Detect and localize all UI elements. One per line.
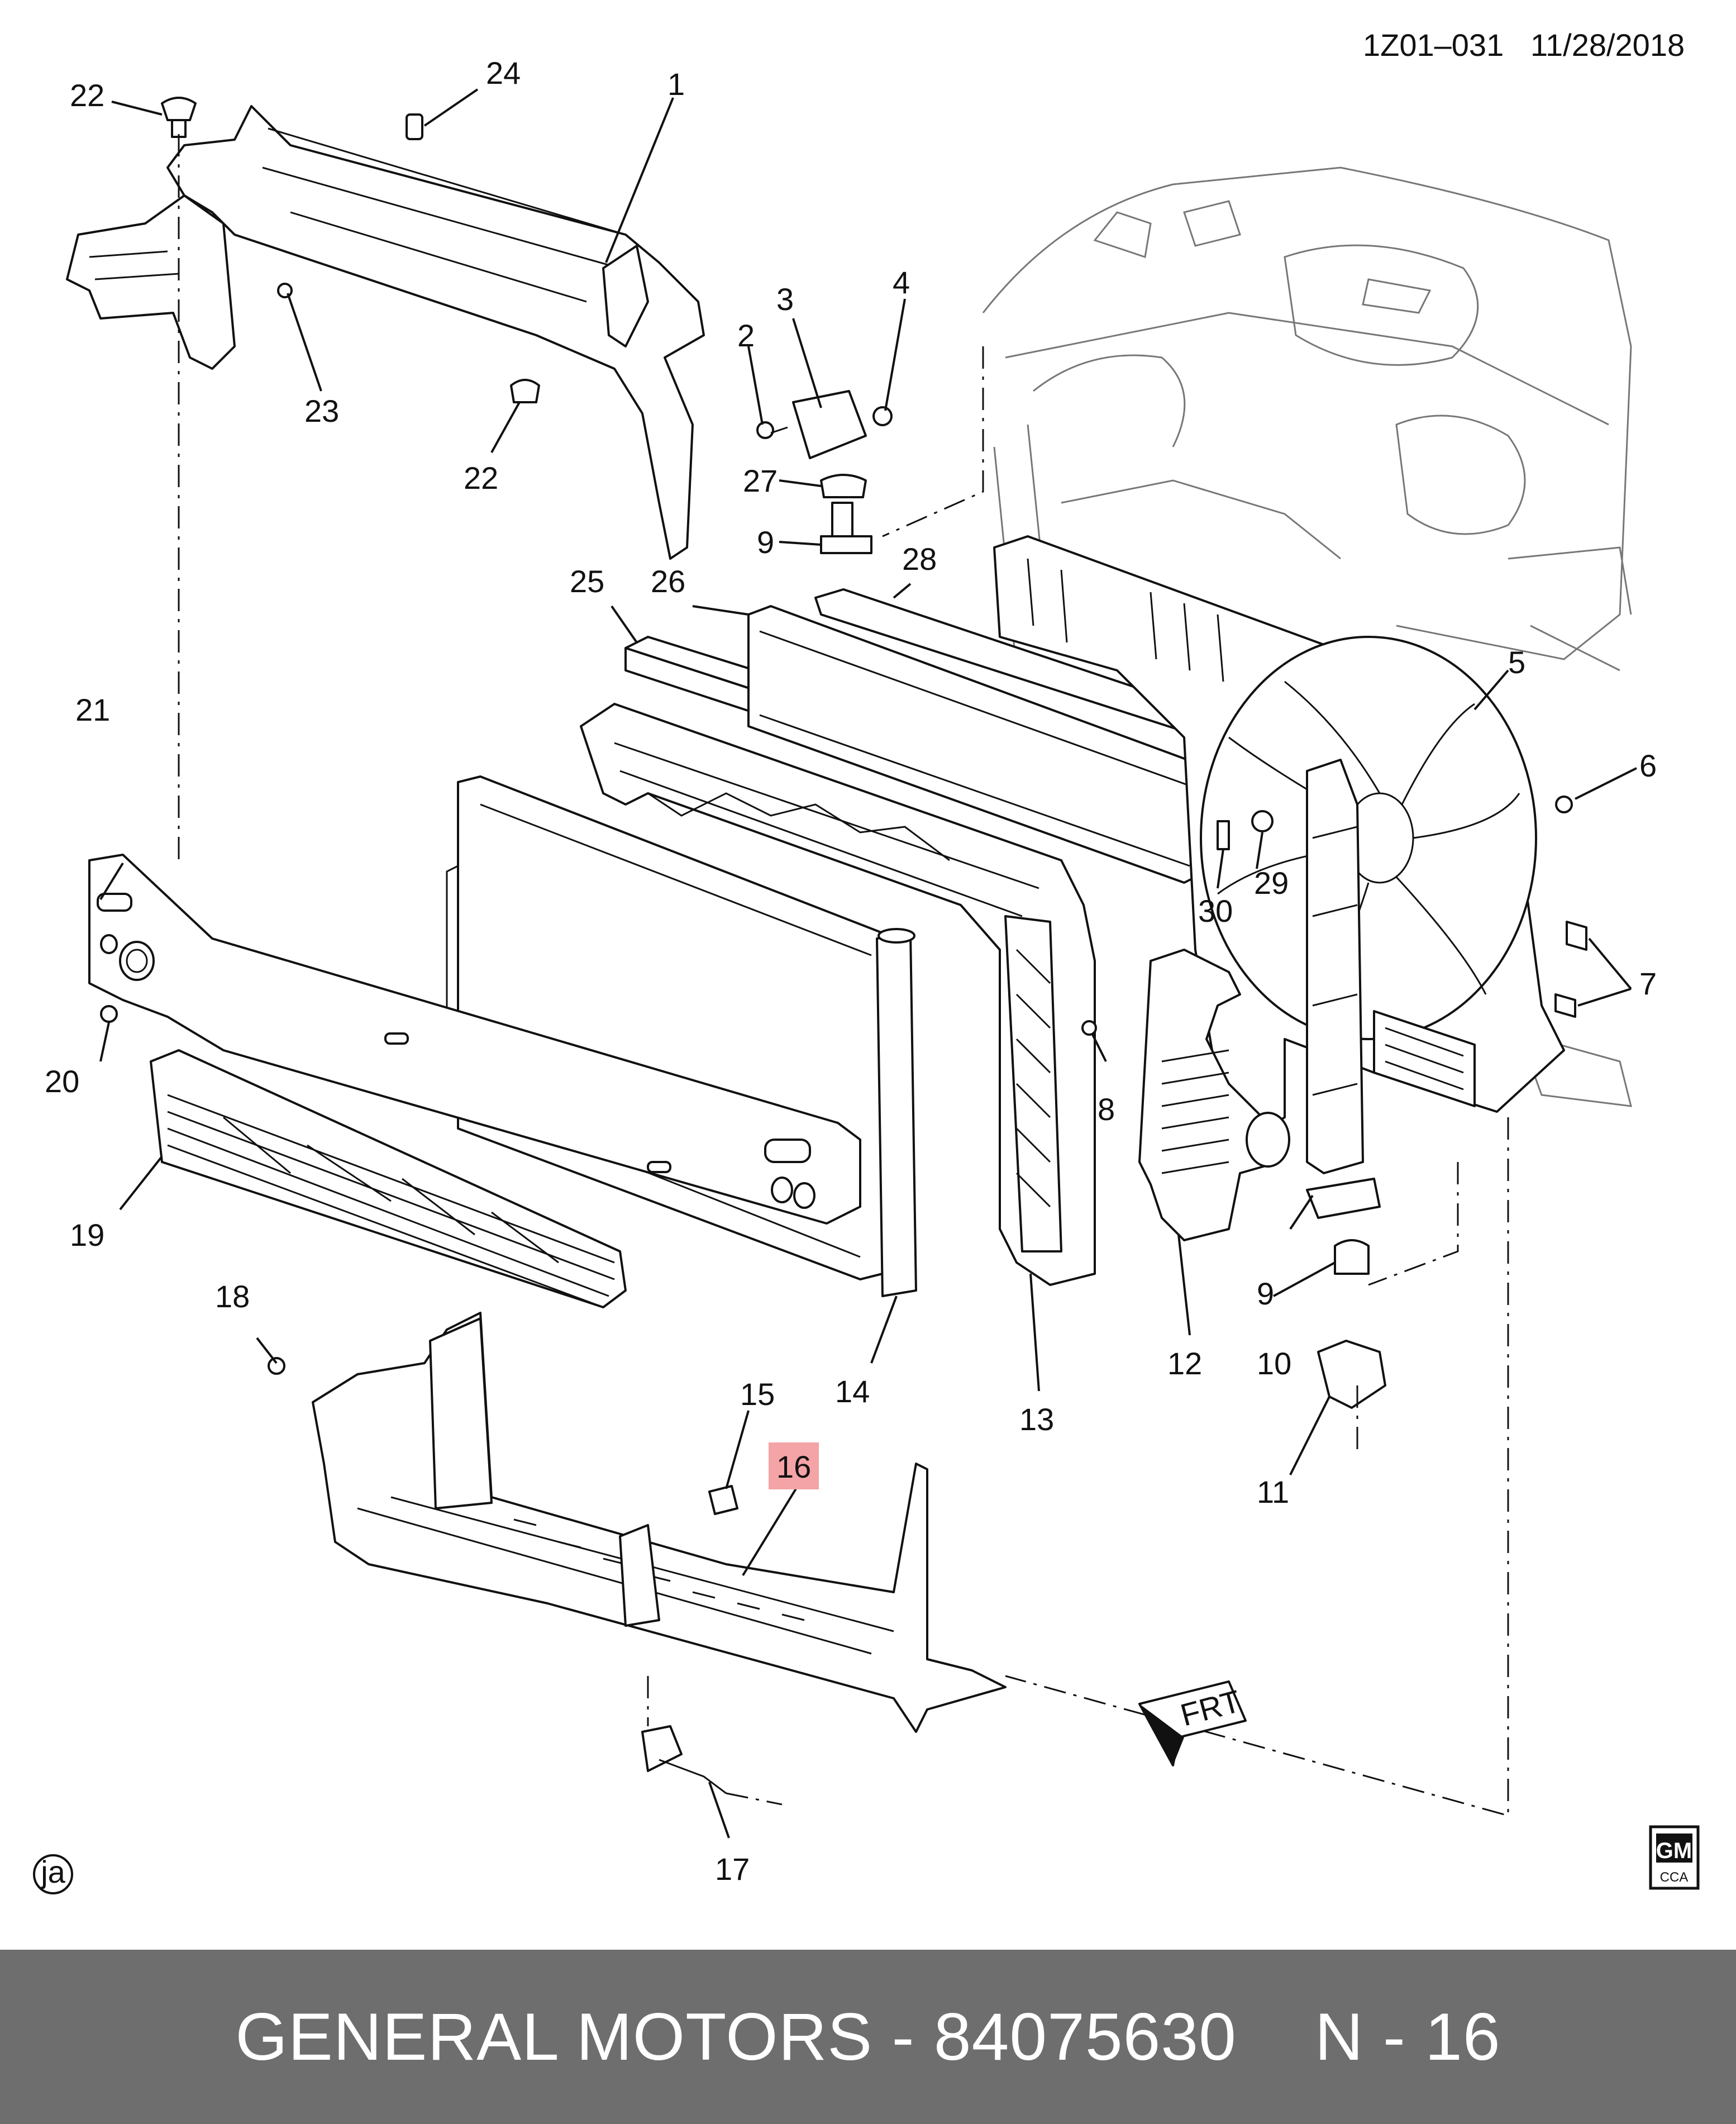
callout-8: 8	[1098, 1092, 1115, 1127]
callout-23: 23	[304, 393, 339, 428]
callout-10: 10	[1257, 1346, 1291, 1381]
callout-18: 18	[215, 1279, 250, 1314]
callout-5: 5	[1508, 645, 1525, 680]
fasteners	[100, 97, 1587, 1794]
front-direction-label: FRT	[1177, 1683, 1244, 1733]
callout-12: 12	[1167, 1346, 1202, 1381]
callout-28: 28	[902, 541, 937, 577]
footer-bar: GENERAL MOTORS - 84075630 N - 16	[0, 1950, 1736, 2124]
upper-tie-bar	[66, 105, 705, 560]
callout-19: 19	[70, 1217, 104, 1253]
callout-9-lower: 9	[1257, 1276, 1274, 1311]
lower-grille	[150, 1049, 627, 1308]
callout-27: 27	[743, 463, 778, 498]
front-direction-arrow: FRT	[1138, 1680, 1247, 1766]
callout-16: 16	[776, 1449, 811, 1484]
callout-7: 7	[1639, 966, 1657, 1001]
callout-9-upper: 9	[757, 525, 774, 560]
callout-17: 17	[715, 1851, 750, 1887]
callout-26: 26	[651, 564, 685, 599]
callout-30: 30	[1198, 893, 1233, 928]
footer-ref: N - 16	[1314, 1999, 1501, 2074]
callout-labels: 1 2 3 4 5 6 7 8 9 9 10 11 12 13 14 15 16…	[45, 55, 1657, 1887]
corner-badge-text: ja	[40, 1854, 65, 1889]
leader-lines	[99, 88, 1637, 1839]
cooling-fan-shroud	[993, 535, 1565, 1174]
footer-brand: GENERAL MOTORS	[235, 1999, 873, 2074]
corner-badge: ja	[33, 1854, 73, 1894]
gm-logo: GM CCA	[1649, 1825, 1700, 1890]
callout-22-top: 22	[70, 78, 104, 113]
callout-2: 2	[737, 318, 755, 353]
callout-24: 24	[486, 55, 521, 91]
callout-20: 20	[45, 1064, 79, 1099]
lower-tie-bar	[88, 854, 861, 1225]
radiator-support-frame	[580, 703, 1096, 1286]
oil-cooler	[1138, 949, 1290, 1241]
callout-11: 11	[1257, 1474, 1289, 1509]
callout-3: 3	[776, 282, 794, 317]
gm-logo-brand: GM	[1656, 1839, 1692, 1863]
callout-29: 29	[1254, 865, 1289, 901]
footer-part-number: 84075630	[933, 1999, 1237, 2074]
diagram-date: 11/28/2018	[1530, 27, 1685, 63]
callout-4: 4	[893, 265, 910, 300]
callout-14: 14	[835, 1374, 870, 1409]
callout-15: 15	[740, 1377, 775, 1412]
diagram-id: 1Z01–031	[1363, 27, 1504, 63]
footer-separator: -	[891, 1999, 915, 2074]
callout-1: 1	[667, 66, 685, 102]
exploded-parts-diagram: 1Z01–031 11/28/2018	[33, 27, 1700, 1894]
lower-air-deflector	[312, 1312, 1007, 1733]
callout-22-mid: 22	[464, 460, 498, 496]
callout-25: 25	[570, 564, 604, 599]
callout-6: 6	[1639, 748, 1657, 783]
highlight-box	[769, 1442, 819, 1489]
gm-logo-sub: CCA	[1660, 1870, 1689, 1885]
callout-21: 21	[75, 692, 110, 727]
engine-bay-background	[982, 166, 1632, 1107]
callout-13: 13	[1019, 1402, 1054, 1437]
